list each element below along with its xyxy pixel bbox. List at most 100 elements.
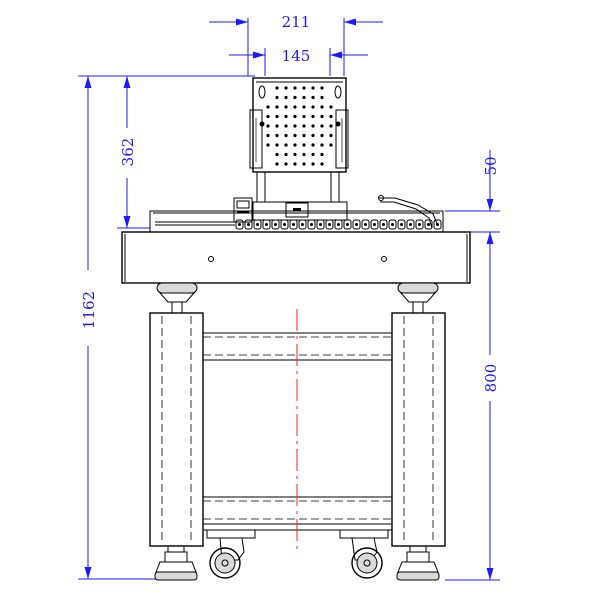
dimension-145-label: 145 xyxy=(282,47,311,65)
chain-pin xyxy=(346,223,349,226)
chain-pin xyxy=(391,223,394,226)
chain-link xyxy=(361,219,370,230)
plate-hole xyxy=(284,86,288,90)
plate-hole xyxy=(275,86,279,90)
chain-pin xyxy=(418,223,421,226)
plate-hole xyxy=(284,133,288,138)
plate-hole xyxy=(302,162,306,166)
chain-link xyxy=(280,219,289,230)
plate-hole-grid xyxy=(266,86,333,166)
chain-link xyxy=(262,219,271,230)
plate-hole xyxy=(302,133,306,138)
chain-pin xyxy=(373,223,376,226)
plate-hole xyxy=(284,162,288,166)
plate-hole xyxy=(311,86,315,90)
chain-link xyxy=(298,219,307,230)
plate-hole xyxy=(311,133,315,138)
plate-hole xyxy=(284,114,288,119)
plate-hole xyxy=(275,105,279,109)
tool-head xyxy=(233,77,349,223)
plate-hole xyxy=(311,152,315,157)
chain-pin xyxy=(409,223,412,226)
plate-hole xyxy=(320,152,324,157)
plate-hole xyxy=(293,105,297,109)
plate-hole xyxy=(320,162,324,166)
plate-hole xyxy=(320,86,324,90)
plate-hole xyxy=(302,114,306,119)
plate-hole xyxy=(302,86,306,90)
chain-link xyxy=(271,219,280,230)
caster-wheel-left xyxy=(206,529,256,579)
plate-hole xyxy=(311,114,315,119)
chain-link xyxy=(352,219,361,230)
plate-hole xyxy=(275,124,279,128)
plate-hole xyxy=(311,95,315,100)
plate-hole xyxy=(311,162,315,166)
dimension-800: 800 xyxy=(445,355,500,581)
plate-hole xyxy=(284,152,288,157)
plate-hole xyxy=(293,133,297,138)
plate-hole xyxy=(293,143,297,147)
plate-hole xyxy=(320,114,324,119)
chain-link xyxy=(253,219,262,230)
plate-hole xyxy=(275,162,279,166)
plate-hole xyxy=(320,95,324,100)
chain-pin xyxy=(301,223,304,226)
plate-hole xyxy=(284,95,288,100)
dimension-362: 362 xyxy=(117,76,150,229)
chain-link xyxy=(307,219,316,230)
chain-pin xyxy=(355,223,358,226)
chain-pin xyxy=(247,223,250,226)
chain-pin xyxy=(292,223,295,226)
chain-pin xyxy=(283,223,286,226)
gantry-beam xyxy=(149,195,444,233)
plate-hole xyxy=(329,133,333,138)
ground-leveling-feet xyxy=(154,545,440,581)
plate-hole xyxy=(329,114,333,119)
dimension-211-label: 211 xyxy=(282,13,311,31)
chain-link xyxy=(235,219,244,230)
cable-chain xyxy=(235,219,442,230)
plate-hole xyxy=(311,143,315,147)
chain-link xyxy=(316,219,325,230)
chain-link xyxy=(289,219,298,230)
chain-link xyxy=(388,219,397,230)
plate-hole xyxy=(302,105,306,109)
plate-hole xyxy=(293,114,297,119)
chain-link xyxy=(343,219,352,230)
plate-hole xyxy=(284,143,288,147)
plate-hole xyxy=(284,124,288,128)
chain-link xyxy=(379,219,388,230)
plate-hole xyxy=(275,152,279,157)
plate-hole xyxy=(320,143,324,147)
chain-pin xyxy=(319,223,322,226)
plate-hole xyxy=(320,124,324,128)
plate-hole xyxy=(311,105,315,109)
chain-pin xyxy=(427,223,430,226)
plate-hole xyxy=(293,162,297,166)
plate-hole xyxy=(311,124,315,128)
plate-hole xyxy=(302,143,306,147)
plate-hole xyxy=(275,95,279,100)
plate-hole xyxy=(320,105,324,109)
chain-pin xyxy=(382,223,385,226)
dimension-1162: 1162 xyxy=(78,75,255,580)
chain-pin xyxy=(400,223,403,226)
dimension-50: 50 xyxy=(445,150,500,580)
chain-link xyxy=(424,219,433,230)
dimension-50-label: 50 xyxy=(482,156,500,175)
plate-hole xyxy=(302,124,306,128)
chain-link xyxy=(334,219,343,230)
plate-hole xyxy=(266,124,270,128)
dimension-362-label: 362 xyxy=(119,138,137,167)
plate-hole xyxy=(266,143,270,147)
plate-hole xyxy=(275,114,279,119)
plate-hole xyxy=(266,105,270,109)
plate-hole xyxy=(329,105,333,109)
dimension-1162-label: 1162 xyxy=(80,291,98,329)
chain-pin xyxy=(328,223,331,226)
chain-link xyxy=(415,219,424,230)
chain-link xyxy=(325,219,334,230)
plate-hole xyxy=(275,133,279,138)
plate-hole xyxy=(302,152,306,157)
